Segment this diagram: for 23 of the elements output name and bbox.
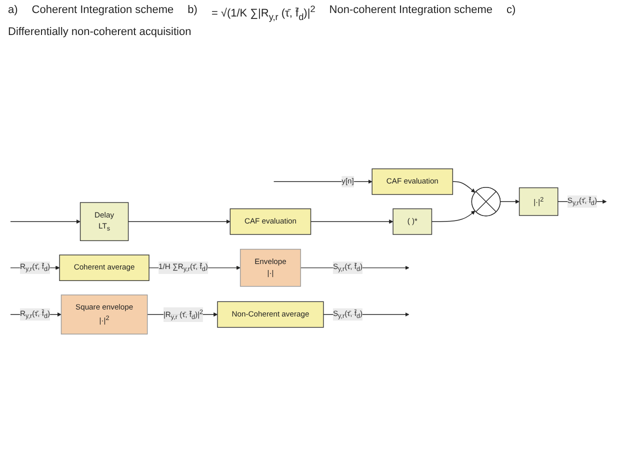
node-box bbox=[230, 208, 312, 236]
arrow bbox=[500, 200, 520, 204]
note-text: Differentially non-coherent acquisition bbox=[8, 26, 192, 38]
note-text: = √(1/K ∑|R$_{y,r}$ (τ̄, f̄$_{d}$)|$^{2}$ bbox=[211, 4, 316, 22]
note-text: b) bbox=[188, 4, 198, 18]
note-text: Coherent Integration scheme bbox=[32, 4, 174, 18]
arrow bbox=[10, 220, 80, 224]
node-box bbox=[60, 294, 148, 335]
arrow bbox=[431, 211, 476, 222]
note-text: c) bbox=[506, 4, 516, 18]
node-box bbox=[217, 302, 324, 328]
node-box bbox=[240, 249, 301, 288]
note-text: a) bbox=[8, 4, 18, 18]
node-box bbox=[518, 188, 558, 216]
node-box bbox=[392, 208, 432, 236]
arrow bbox=[452, 182, 476, 194]
arrow bbox=[128, 220, 230, 224]
arrow bbox=[273, 180, 372, 184]
node-box bbox=[59, 254, 150, 282]
note-text: Non-coherent Integration scheme bbox=[329, 4, 493, 18]
node-box bbox=[372, 168, 454, 196]
arrow bbox=[310, 220, 394, 224]
node-box bbox=[80, 202, 129, 242]
